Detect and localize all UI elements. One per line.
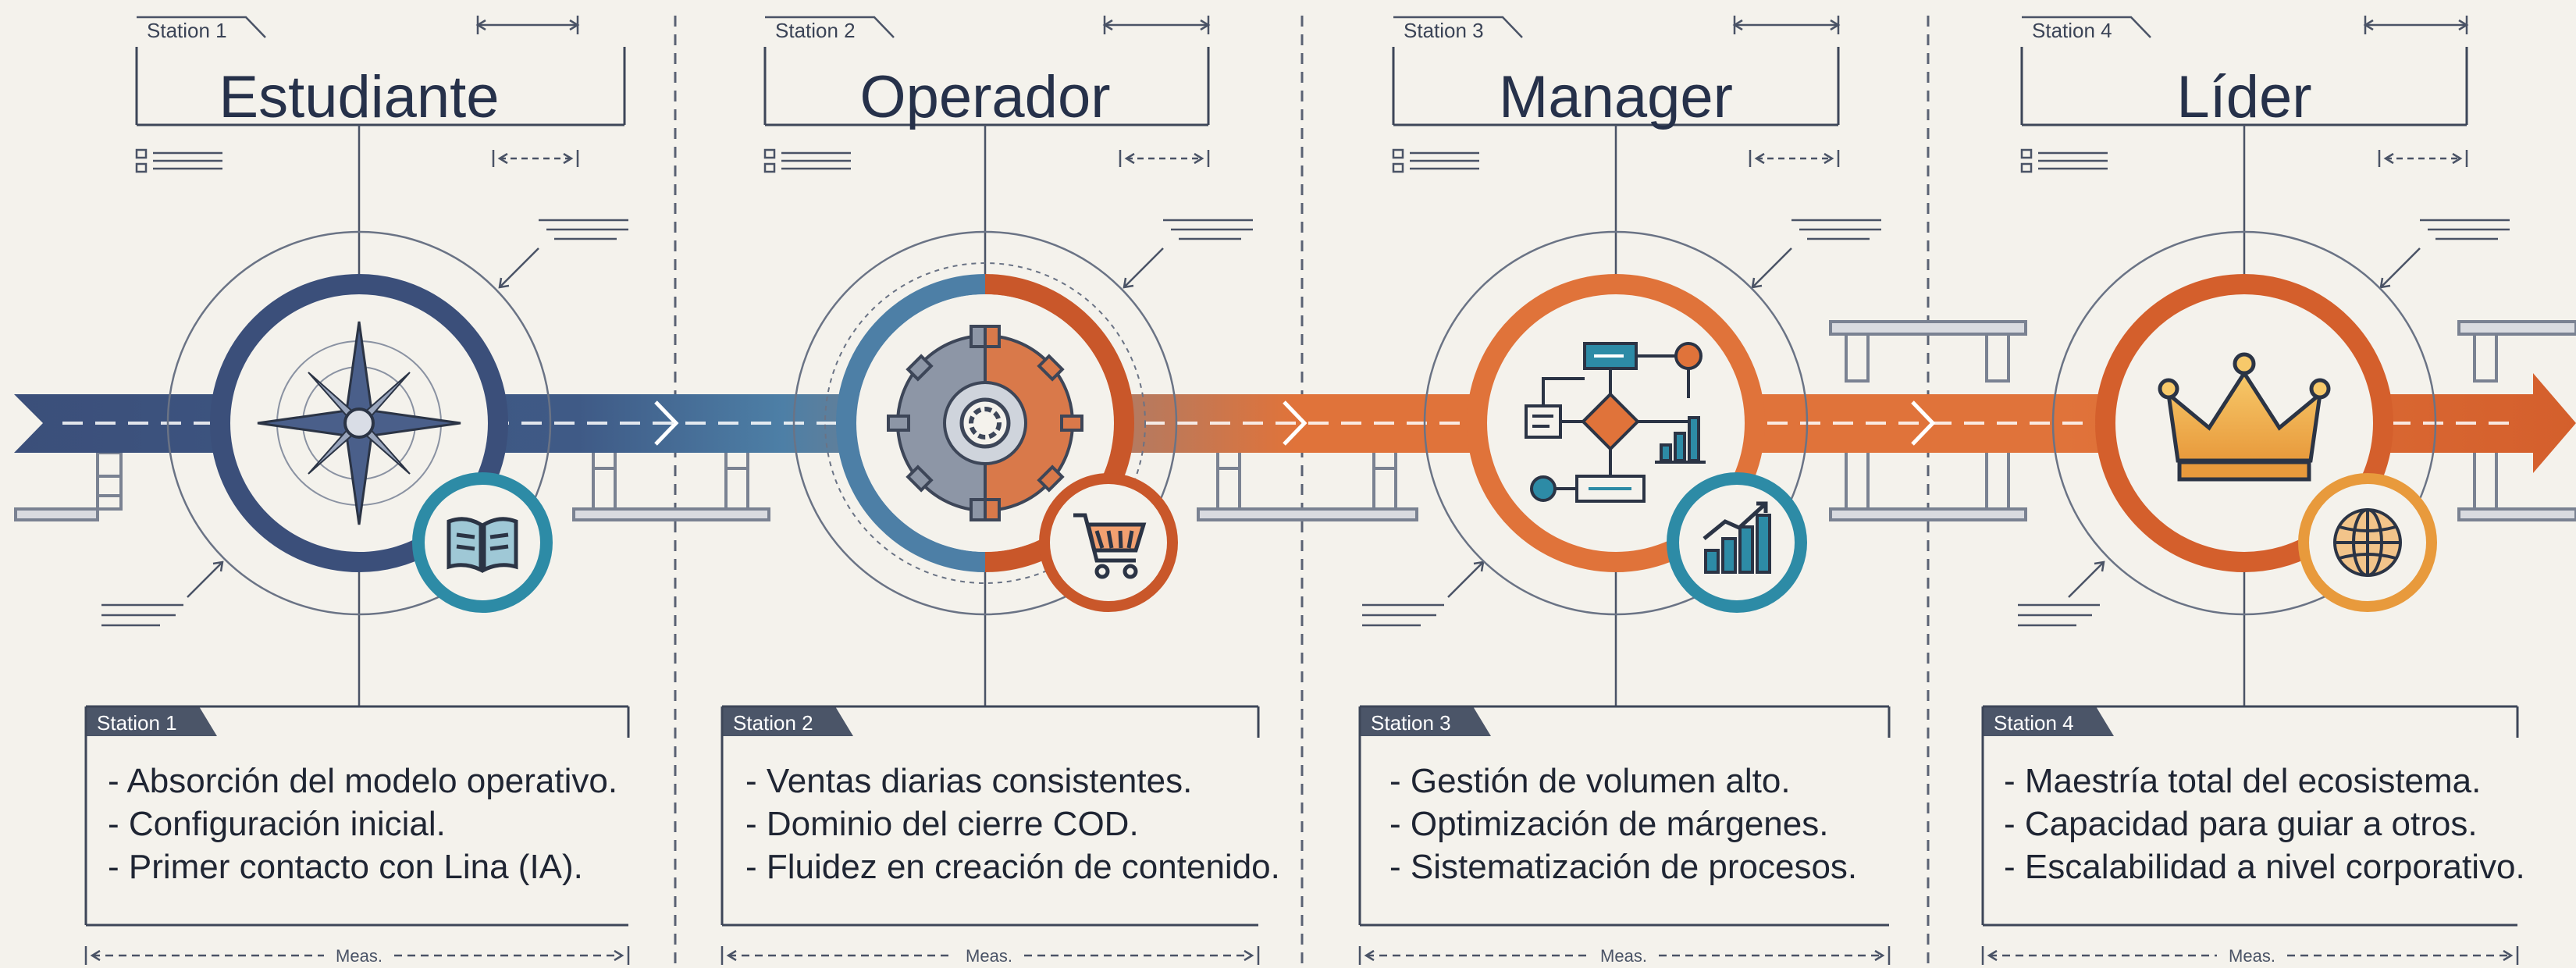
station-1-bullet-3: - Primer contacto con Lina (IA). xyxy=(108,848,583,886)
station-3-meas: Meas. xyxy=(1600,946,1647,966)
station-4-detail-tag: Station 4 xyxy=(1994,711,2074,735)
station-1-meas: Meas. xyxy=(336,946,382,966)
station-4-bullet-1: - Maestría total del ecosistema. xyxy=(2004,762,2481,800)
station-4-badge xyxy=(2298,473,2437,612)
station-1-bullet-1: - Absorción del modelo operativo. xyxy=(108,762,617,800)
station-1: Station 1 Estudiante xyxy=(84,16,630,966)
station-2-bullet-3: - Fluidez en creación de contenido. xyxy=(745,848,1280,886)
station-3-tag: Station 3 xyxy=(1404,19,1484,42)
station-2-detail-tag: Station 2 xyxy=(733,711,813,735)
shopping-cart-icon xyxy=(1073,513,1147,579)
station-2-details: Station 2 - Ventas diarias consistentes.… xyxy=(720,705,1280,966)
station-4-header: Station 4 Líder xyxy=(2020,16,2469,173)
station-3-bullet-3: - Sistematización de procesos. xyxy=(1389,848,1857,886)
station-4-meas: Meas. xyxy=(2229,946,2275,966)
gear-icon xyxy=(887,325,1083,521)
open-book-icon xyxy=(447,517,518,574)
station-2-hub xyxy=(792,230,1178,616)
station-3-bullet-2: - Optimización de márgenes. xyxy=(1389,805,1828,843)
station-3-detail-tag: Station 3 xyxy=(1371,711,1451,735)
station-2-bullet-1: - Ventas diarias consistentes. xyxy=(745,762,1192,800)
station-1-header: Station 1 Estudiante xyxy=(135,16,626,173)
station-3-title: Manager xyxy=(1499,64,1733,130)
station-3-details: Station 3 - Gestión de volumen alto. - O… xyxy=(1358,705,1891,966)
annotation-lines xyxy=(2018,219,2510,627)
station-4-tag: Station 4 xyxy=(2032,19,2112,42)
scaffold-supports xyxy=(14,320,2576,521)
process-flowchart-icon xyxy=(1525,342,1706,503)
station-2-title: Operador xyxy=(859,64,1110,130)
station-2-header: Station 2 Operador xyxy=(763,16,1211,173)
station-4-hub xyxy=(2051,230,2437,616)
station-4-bullet-2: - Capacidad para guiar a otros. xyxy=(2004,805,2478,843)
station-4-title: Líder xyxy=(2176,64,2311,130)
station-3-bullet-1: - Gestión de volumen alto. xyxy=(1389,762,1791,800)
station-3: Station 3 Manager xyxy=(1358,16,1891,966)
station-1-hub xyxy=(166,230,552,616)
station-3-hub xyxy=(1423,230,1809,616)
station-1-tag: Station 1 xyxy=(147,19,227,42)
station-1-details: Station 1 - Absorción del modelo operati… xyxy=(84,705,630,966)
crown-icon xyxy=(2158,352,2331,482)
station-2: Station 2 Operador xyxy=(720,16,1280,966)
annotation-lines xyxy=(1123,219,1253,289)
station-2-meas: Meas. xyxy=(966,946,1012,966)
annotation-lines xyxy=(101,219,628,627)
station-1-title: Estudiante xyxy=(219,64,499,130)
globe-icon xyxy=(2333,508,2402,577)
station-2-badge xyxy=(1039,473,1178,612)
station-1-bullet-2: - Configuración inicial. xyxy=(108,805,446,843)
station-1-badge xyxy=(412,472,553,613)
annotation-lines xyxy=(1362,219,1881,627)
station-1-detail-tag: Station 1 xyxy=(97,711,177,735)
station-4-details: Station 4 - Maestría total del ecosistem… xyxy=(1981,705,2525,966)
column-dividers xyxy=(674,16,1930,968)
station-3-badge xyxy=(1667,472,1807,613)
station-4: Station 4 Líder xyxy=(1981,16,2525,966)
station-4-bullet-3: - Escalabilidad a nivel corporativo. xyxy=(2004,848,2525,886)
station-2-tag: Station 2 xyxy=(775,19,856,42)
compass-rose-icon xyxy=(257,321,461,525)
station-2-bullet-2: - Dominio del cierre COD. xyxy=(745,805,1139,843)
growth-chart-icon xyxy=(1703,501,1771,574)
